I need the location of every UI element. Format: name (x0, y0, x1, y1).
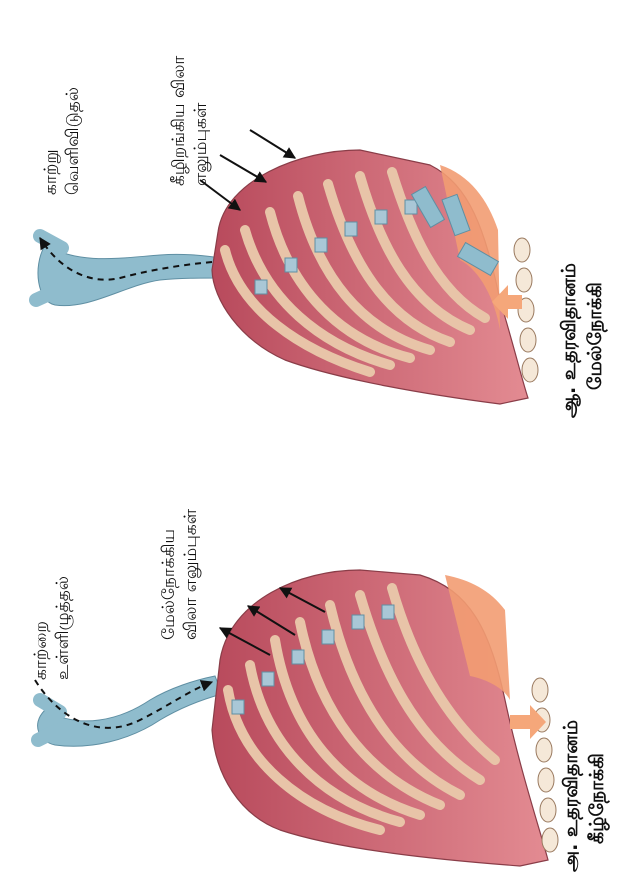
rib-arrow-down-3 (250, 130, 295, 158)
panel-b-air-label: காற்று வெளிவிடுதல் (40, 87, 84, 195)
panel-b-ribs-label: கீழிறங்கிய விலா எலும்புகள் (168, 56, 212, 186)
panel-b-caption: ஆ. உதரவிதானம் மேல்நோக்கி (556, 263, 608, 418)
panel-a-caption: அ. உதரவிதானம் கீழ்நோக்கி (558, 720, 610, 872)
panel-a-air-label-line1: காற்றை (30, 576, 52, 680)
panel-b-air-label-line2: வெளிவிடுதல் (62, 87, 84, 195)
panel-a-ribs-label: மேல்நோக்கிய விலா எலும்புகள் (158, 509, 202, 640)
panel-b-air-label-line1: காற்று (40, 87, 62, 195)
panel-b-ribs-label-line1: கீழிறங்கிய விலா (168, 56, 190, 186)
panel-a-ribs-label-line2: விலா எலும்புகள் (180, 509, 202, 640)
panel-a-air-label-line2: உள்ளிழுத்தல் (52, 576, 74, 680)
panel-a-ribs-label-line1: மேல்நோக்கிய (158, 509, 180, 640)
panel-a-air-label: காற்றை உள்ளிழுத்தல் (30, 576, 74, 680)
panel-b-caption-letter: ஆ. (558, 387, 580, 418)
panel-b-ribs-label-line2: எலும்புகள் (190, 56, 212, 186)
panel-a-caption-line2: கீழ்நோக்கி (584, 720, 610, 872)
panel-a-caption-letter: அ. (560, 844, 582, 872)
rib-arrow-down-2 (220, 155, 266, 182)
panel-b-illustration (36, 130, 538, 404)
panel-b-caption-line1: உதரவிதானம் (558, 263, 580, 380)
panel-a-illustration (35, 570, 558, 866)
trachea-b (38, 245, 222, 306)
panel-a-caption-line1: உதரவிதானம் (560, 720, 582, 837)
panel-b-caption-line2: மேல்நோக்கி (582, 263, 608, 418)
